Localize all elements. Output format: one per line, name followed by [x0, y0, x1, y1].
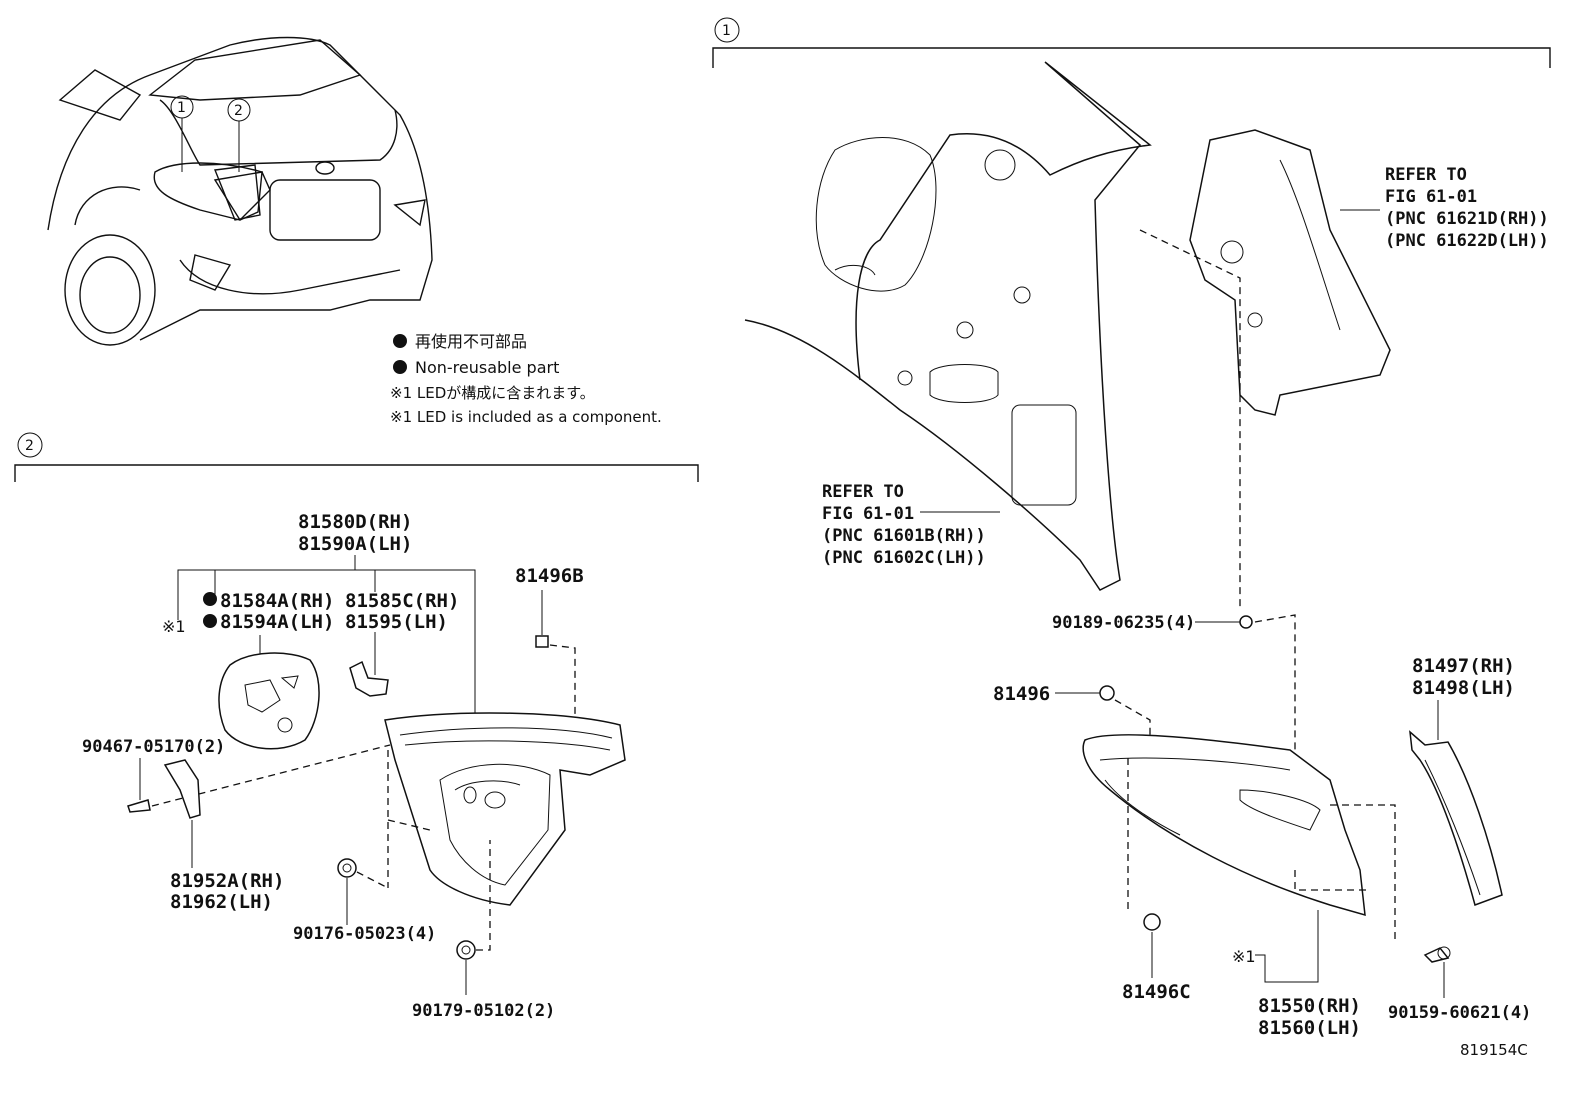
label-clip-81496: 81496 [993, 683, 1050, 705]
ref-mid-line-3: (PNC 61601B(RH)) [822, 526, 986, 546]
led-note-ref-right: ※1 [1232, 947, 1256, 966]
section-2-marker [17, 432, 43, 458]
quarter-panel-part [744, 61, 1152, 591]
nut-90179-part [456, 940, 476, 960]
non-reusable-dot-icon [203, 614, 217, 628]
legend: 再使用不可部品 Non-reusable part ※1 LEDが構成に含まれま… [390, 332, 662, 426]
label-socket-lh: 81595(LH) [345, 611, 448, 633]
label-bracket-rh: 81952A(RH) [170, 870, 284, 892]
label-nut-90176: 90176-05023(4) [293, 924, 436, 944]
inner-trim-part [1189, 129, 1391, 416]
figure-id: 819154C [1460, 1041, 1528, 1059]
rear-combination-lamp-part [384, 712, 626, 906]
label-cover-rh: 81497(RH) [1412, 655, 1515, 677]
label-lamp-lh: 81560(LH) [1258, 1017, 1361, 1039]
nut-90189-part [1239, 615, 1253, 629]
label-cover-lh: 81498(LH) [1412, 677, 1515, 699]
non-reusable-dot-icon [393, 334, 407, 348]
section-2: 2 81580D(RH) 81590A(LH) 81584A(RH) 81594… [14, 432, 699, 1021]
ref-top-line-1: REFER TO [1385, 165, 1467, 185]
ref-top-line-2: FIG 61-01 [1385, 187, 1477, 207]
non-reusable-dot-icon [393, 360, 407, 374]
vehicle-overview: 1 2 [47, 36, 433, 346]
label-clip-81496c: 81496C [1122, 981, 1191, 1003]
label-screw-90467: 90467-05170(2) [82, 737, 225, 757]
label-assy-rh: 81580D(RH) [298, 511, 412, 533]
outer-cover-part [1409, 730, 1503, 906]
label-socket-rh: 81585C(RH) [345, 590, 459, 612]
bracket-part [163, 759, 201, 819]
label-assy-lh: 81590A(LH) [298, 533, 412, 555]
section-1: 1 REFER TO FIG 61-01 (PNC 61621D(RH)) (P… [712, 17, 1551, 1039]
screw-90467-part [127, 799, 151, 813]
ref-mid-line-2: FIG 61-01 [822, 504, 914, 524]
section-1-number: 1 [722, 23, 731, 39]
label-nut-90179: 90179-05102(2) [412, 1001, 555, 1021]
callout-1-label: 1 [177, 100, 186, 116]
socket-part [349, 660, 389, 697]
label-bracket-lh: 81962(LH) [170, 891, 273, 913]
label-lamp-rh: 81550(RH) [1258, 995, 1361, 1017]
led-board-part [218, 652, 320, 750]
legend-en-led-note: ※1 LED is included as a component. [390, 408, 662, 426]
clip-81496b-part [535, 635, 549, 648]
ref-mid-line-1: REFER TO [822, 482, 904, 502]
ref-mid-line-4: (PNC 61602C(LH)) [822, 548, 986, 568]
label-board-rh: 81584A(RH) [220, 590, 334, 612]
section-1-marker [714, 17, 740, 43]
legend-jp-led-note: ※1 LEDが構成に含まれます。 [390, 384, 595, 402]
ref-top-line-4: (PNC 61622D(LH)) [1385, 231, 1549, 251]
callout-2-label: 2 [234, 103, 243, 119]
legend-jp-non-reusable: 再使用不可部品 [415, 332, 527, 351]
nut-90176-part [337, 858, 357, 878]
section-2-number: 2 [25, 438, 34, 454]
non-reusable-dot-icon [203, 592, 217, 606]
label-clip-81496b: 81496B [515, 565, 584, 587]
label-screw-90159: 90159-60621(4) [1388, 1003, 1531, 1023]
label-nut-90189: 90189-06235(4) [1052, 613, 1195, 633]
led-note-ref: ※1 [162, 617, 186, 636]
clip-81496c-part [1143, 913, 1161, 931]
screw-90159-part [1423, 947, 1450, 963]
legend-en-non-reusable: Non-reusable part [415, 358, 559, 377]
ref-top-line-3: (PNC 61621D(RH)) [1385, 209, 1549, 229]
clip-81496-part [1099, 685, 1115, 701]
label-board-lh: 81594A(LH) [220, 611, 334, 633]
quarter-lamp-part [1082, 734, 1366, 917]
